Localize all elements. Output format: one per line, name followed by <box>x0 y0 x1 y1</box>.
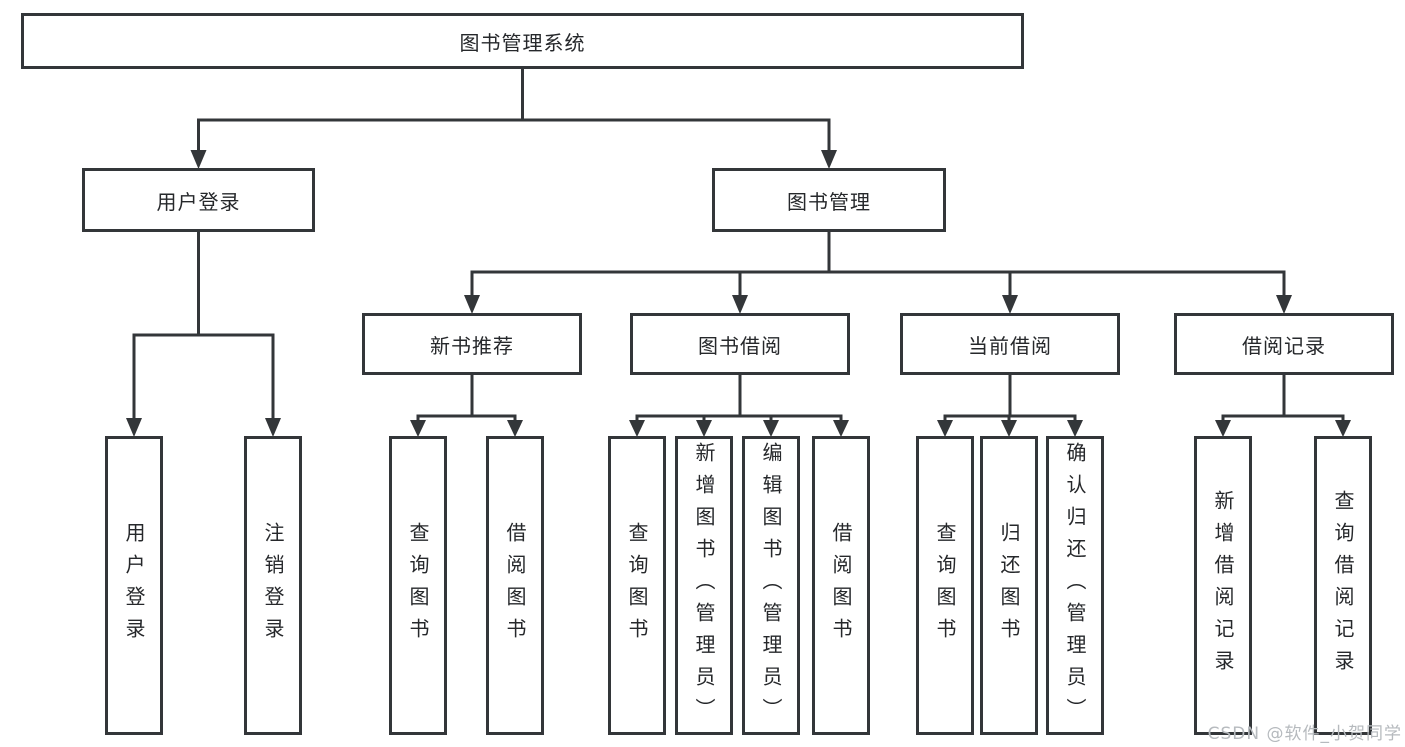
leaf-logout-label: 注销登录 <box>261 521 285 650</box>
leaf-return-book-label: 归还图书 <box>997 521 1021 650</box>
arrow-head <box>821 150 837 169</box>
leaf-confirm-return-admin: 确认归还（管理员） <box>1046 436 1104 735</box>
leaf-return-book: 归还图书 <box>980 436 1038 735</box>
leaf-query-books-current: 查询图书 <box>916 436 974 735</box>
leaf-query-books-recommend: 查询图书 <box>389 436 447 735</box>
arrow-head <box>732 295 748 314</box>
leaf-borrow-books: 借阅图书 <box>812 436 870 735</box>
arrow-head <box>1001 420 1017 437</box>
node-user-login-label: 用户登录 <box>156 189 241 214</box>
leaf-query-books-borrow-label: 查询图书 <box>625 521 649 650</box>
leaf-borrow-books-recommend: 借阅图书 <box>486 436 544 735</box>
node-borrow-records: 借阅记录 <box>1174 313 1394 375</box>
node-user-login: 用户登录 <box>82 168 315 232</box>
node-new-book-recommend-label: 新书推荐 <box>430 333 514 358</box>
arrow-head <box>763 420 779 437</box>
arrow-head <box>1276 295 1292 314</box>
leaf-borrow-books-recommend-label: 借阅图书 <box>503 521 527 650</box>
leaf-query-books-recommend-label: 查询图书 <box>406 521 430 650</box>
leaf-confirm-return-admin-label: 确认归还（管理员） <box>1063 441 1087 730</box>
leaf-add-borrow-record-label: 新增借阅记录 <box>1211 489 1235 682</box>
arrow-head <box>833 420 849 437</box>
leaf-edit-book-admin-label: 编辑图书（管理员） <box>759 441 783 730</box>
leaf-add-book-admin: 新增图书（管理员） <box>675 436 733 735</box>
leaf-user-login: 用户登录 <box>105 436 163 735</box>
leaf-add-book-admin-label: 新增图书（管理员） <box>692 441 716 730</box>
arrow-head <box>265 418 281 437</box>
node-book-borrow-label: 图书借阅 <box>698 333 782 358</box>
arrow-head <box>696 420 712 437</box>
leaf-query-borrow-record-label: 查询借阅记录 <box>1331 489 1355 682</box>
node-borrow-records-label: 借阅记录 <box>1242 333 1326 358</box>
node-current-borrow: 当前借阅 <box>900 313 1120 375</box>
node-library-system-label: 图书管理系统 <box>459 30 586 55</box>
leaf-borrow-books-label: 借阅图书 <box>829 521 853 650</box>
node-book-borrow: 图书借阅 <box>630 313 850 375</box>
node-book-management-label: 图书管理 <box>787 189 871 214</box>
watermark: CSDN @软件_小贺同学 <box>1207 724 1402 744</box>
arrow-head <box>190 150 207 169</box>
arrow-head <box>126 418 142 437</box>
leaf-edit-book-admin: 编辑图书（管理员） <box>742 436 800 735</box>
node-new-book-recommend: 新书推荐 <box>362 313 582 375</box>
leaf-query-books-current-label: 查询图书 <box>933 521 957 650</box>
arrow-head <box>1335 420 1351 437</box>
arrow-head <box>1002 295 1018 314</box>
arrow-head <box>937 420 953 437</box>
arrow-head <box>464 295 480 314</box>
leaf-user-login-label: 用户登录 <box>122 521 146 650</box>
leaf-logout: 注销登录 <box>244 436 302 735</box>
node-current-borrow-label: 当前借阅 <box>968 333 1052 358</box>
leaf-query-borrow-record: 查询借阅记录 <box>1314 436 1372 735</box>
leaf-query-books-borrow: 查询图书 <box>608 436 666 735</box>
node-library-system: 图书管理系统 <box>21 13 1024 69</box>
node-book-management: 图书管理 <box>712 168 946 232</box>
arrow-head <box>1215 420 1231 437</box>
leaf-add-borrow-record: 新增借阅记录 <box>1194 436 1252 735</box>
arrow-head <box>1067 420 1083 437</box>
arrow-head <box>507 420 523 437</box>
arrow-head <box>629 420 645 437</box>
arrow-head <box>410 420 426 437</box>
